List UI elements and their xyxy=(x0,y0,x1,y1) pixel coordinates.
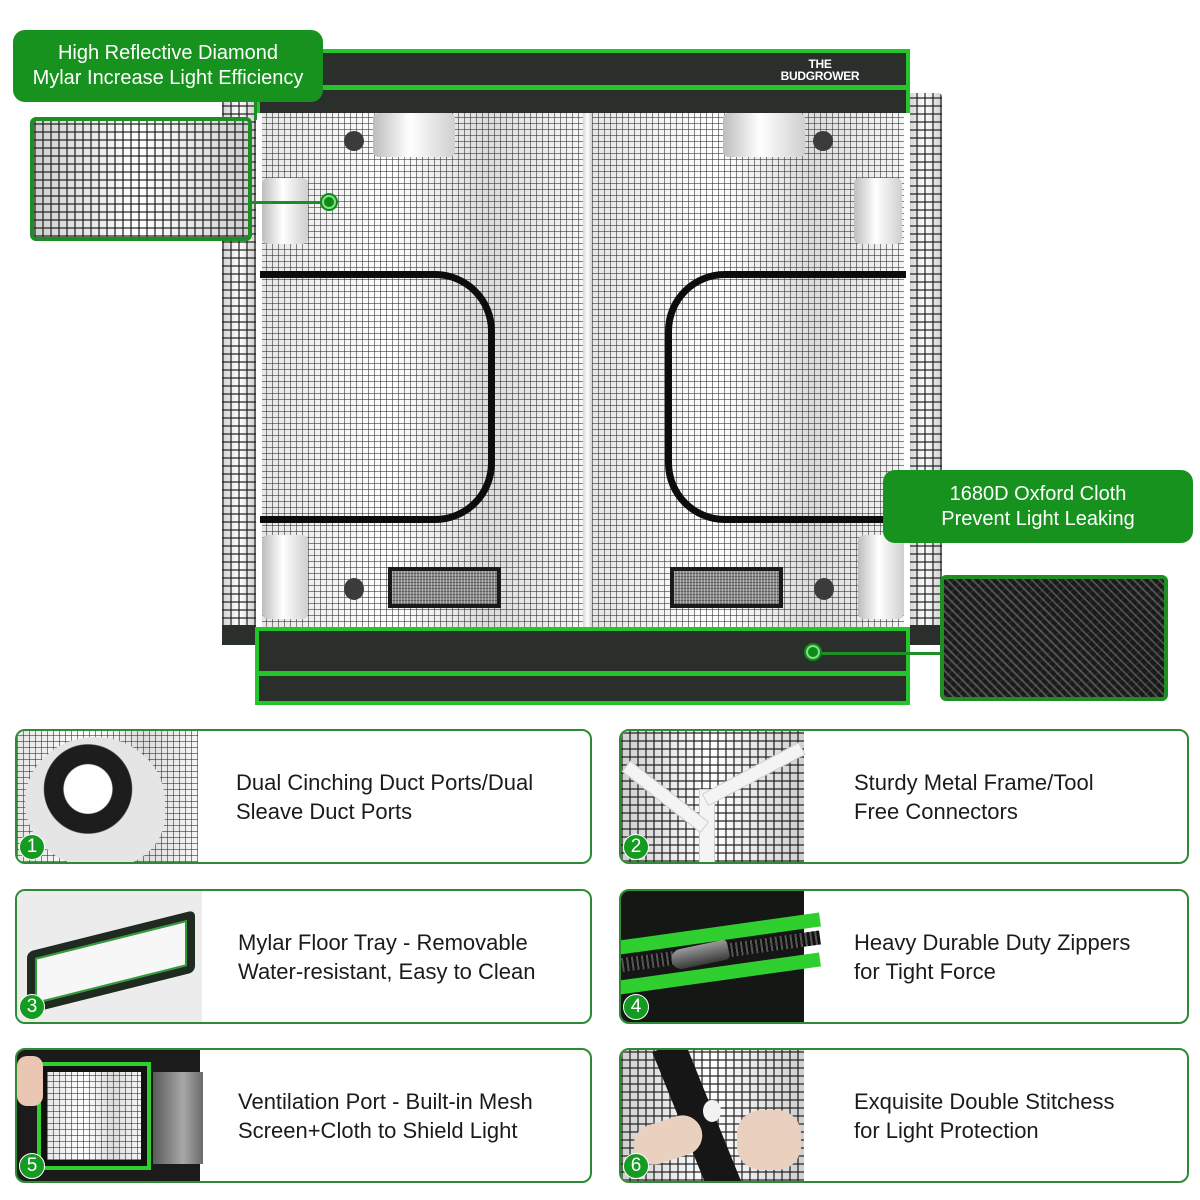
feature-number-badge: 2 xyxy=(623,834,649,860)
ventilation-port-photo: 5 xyxy=(17,1050,203,1181)
tent-bottom-band xyxy=(255,627,910,705)
feature-card-metal-frame: 2 Sturdy Metal Frame/Tool Free Connector… xyxy=(619,729,1189,864)
tent-center-pole xyxy=(583,113,592,628)
feature-card-zippers: 4 Heavy Durable Duty Zippers for Tight F… xyxy=(619,889,1189,1024)
ventilation-window-left xyxy=(388,567,501,608)
feature-description: Sturdy Metal Frame/Tool Free Connectors xyxy=(854,769,1094,824)
tent-right-side-base xyxy=(908,625,942,645)
tent-right-pole xyxy=(904,113,910,628)
floor-tray-graphic xyxy=(27,910,195,1014)
duct-port-graphic xyxy=(25,737,165,862)
feature-number-badge: 3 xyxy=(19,994,45,1020)
oxford-pointer-line xyxy=(815,652,941,655)
side-duct-port-upper-left xyxy=(262,178,308,244)
top-duct-port-right xyxy=(723,113,805,157)
feature-description: Ventilation Port - Built-in Mesh Screen+… xyxy=(238,1088,533,1143)
callout-mylar: High Reflective Diamond Mylar Increase L… xyxy=(13,30,323,102)
side-duct-port-upper-right xyxy=(854,178,902,244)
left-door-zipper-outline xyxy=(260,271,495,523)
mylar-pointer-dot xyxy=(322,195,336,209)
side-duct-port-lower-left xyxy=(262,535,308,619)
top-duct-port-left xyxy=(373,113,455,157)
feature-description: Heavy Durable Duty Zippers for Tight For… xyxy=(854,929,1131,984)
tent-bottom-band-stripe xyxy=(255,671,910,676)
feature-description: Dual Cinching Duct Ports/Dual Sleave Duc… xyxy=(236,769,534,824)
feature-card-ventilation: 5 Ventilation Port - Built-in Mesh Scree… xyxy=(15,1048,592,1183)
ventilation-window-right xyxy=(670,567,783,608)
hand-right-graphic xyxy=(737,1110,801,1170)
feature-description: Exquisite Double Stitchess for Light Pro… xyxy=(854,1088,1115,1143)
cable-port-bottom-left xyxy=(344,578,364,600)
cable-port-bottom-right xyxy=(814,578,834,600)
stitch-button xyxy=(703,1100,721,1122)
tent-top-band xyxy=(256,49,910,115)
cable-port-top-right xyxy=(813,131,833,151)
oxford-cloth-closeup-swatch xyxy=(940,575,1168,701)
stitching-photo: 6 xyxy=(621,1050,804,1181)
callout-oxford: 1680D Oxford Cloth Prevent Light Leaking xyxy=(883,470,1193,543)
frame-pole-diagonal-right xyxy=(701,742,806,807)
feature-card-stitching: 6 Exquisite Double Stitchess for Light P… xyxy=(619,1048,1189,1183)
oxford-pointer-dot xyxy=(806,645,820,659)
feature-number-badge: 4 xyxy=(623,994,649,1020)
frame-connector-photo: 2 xyxy=(621,731,806,862)
right-door-zipper-outline xyxy=(665,271,906,523)
tent-top-band-stripe xyxy=(256,85,910,90)
tent-right-interior-panel xyxy=(592,113,906,628)
mylar-pointer-line xyxy=(252,201,324,204)
feature-number-badge: 6 xyxy=(623,1153,649,1179)
grow-tent-diagram: THE BUDGROWER xyxy=(220,45,945,705)
cable-port-top-left xyxy=(344,131,364,151)
mylar-closeup-swatch xyxy=(30,117,252,241)
floor-tray-photo: 3 xyxy=(17,891,202,1022)
feature-card-duct-ports: 1 Dual Cinching Duct Ports/Dual Sleave D… xyxy=(15,729,592,864)
tent-left-pole xyxy=(256,113,262,628)
frame-pole-diagonal-left xyxy=(621,760,710,834)
ventilation-mesh-panel xyxy=(37,1062,151,1170)
feature-card-floor-tray: 3 Mylar Floor Tray - Removable Water-res… xyxy=(15,889,592,1024)
zipper-photo: 4 xyxy=(621,891,821,1022)
feature-number-badge: 5 xyxy=(19,1153,45,1179)
tent-left-side-base xyxy=(222,625,256,645)
tent-right-side-panel xyxy=(908,93,942,643)
ventilation-cloth-flap xyxy=(153,1072,203,1164)
feature-number-badge: 1 xyxy=(19,834,45,860)
callout-mylar-connector xyxy=(254,100,257,120)
tent-left-interior-panel xyxy=(260,113,585,628)
duct-port-photo: 1 xyxy=(17,731,198,862)
feature-description: Mylar Floor Tray - Removable Water-resis… xyxy=(238,929,536,984)
stitched-seam-band xyxy=(652,1050,744,1181)
brand-logo: THE BUDGROWER xyxy=(780,57,860,83)
side-duct-port-lower-right xyxy=(858,535,904,619)
hand-graphic xyxy=(17,1056,43,1106)
